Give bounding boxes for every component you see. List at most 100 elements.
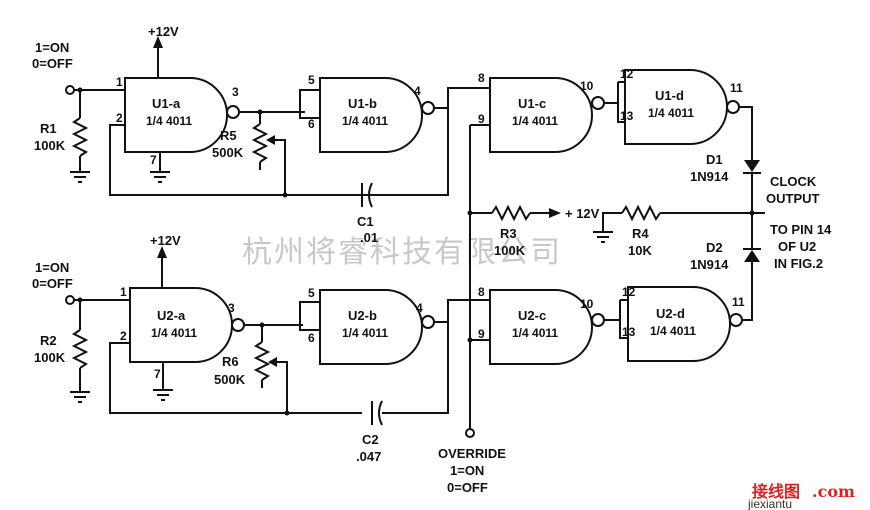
to-pin-label-1: TO PIN 14 bbox=[770, 222, 832, 237]
r6-potentiometer bbox=[253, 341, 271, 381]
u2a-pin-in2: 2 bbox=[120, 329, 127, 343]
r6-value: 500K bbox=[214, 372, 246, 387]
site-logo-dot: .com bbox=[812, 482, 855, 501]
u1b-pin-in1: 5 bbox=[308, 73, 315, 87]
u1b-part: 1/4 4011 bbox=[342, 114, 388, 128]
r4-resistor bbox=[621, 204, 661, 222]
r2-name: R2 bbox=[40, 333, 57, 348]
u2c-pin-in2: 9 bbox=[478, 327, 485, 341]
to-pin-label-2: OF U2 bbox=[778, 239, 816, 254]
u1d-part: 1/4 4011 bbox=[648, 106, 694, 120]
u1d-pin-in1: 12 bbox=[620, 67, 634, 81]
u1d-pin-out: 11 bbox=[730, 81, 743, 95]
r5-value: 500K bbox=[212, 145, 244, 160]
r3-supply-label: + 12V bbox=[565, 206, 600, 221]
c1-capacitor bbox=[368, 182, 373, 208]
u1c-pin-in2: 9 bbox=[478, 112, 485, 126]
u2d-pin-out: 11 bbox=[732, 295, 745, 309]
u2c-pin-out: 10 bbox=[580, 297, 594, 311]
r3-value: 100K bbox=[494, 243, 526, 258]
u1a-pin-in2: 2 bbox=[116, 111, 123, 125]
u1-on-label: 1=ON bbox=[35, 40, 69, 55]
u1a-pin-in1: 1 bbox=[116, 75, 123, 89]
u2-on-label: 1=ON bbox=[35, 260, 69, 275]
d2-value: 1N914 bbox=[690, 257, 729, 272]
u2c-name: U2-c bbox=[518, 308, 546, 323]
c2-value: .047 bbox=[356, 449, 381, 464]
r1-value: 100K bbox=[34, 138, 66, 153]
override-terminal[interactable] bbox=[465, 428, 475, 438]
c2-name: C2 bbox=[362, 432, 379, 447]
u1b-pin-in2: 6 bbox=[308, 117, 315, 131]
d1-name: D1 bbox=[706, 152, 723, 167]
u2b-pin-in1: 5 bbox=[308, 286, 315, 300]
u1-off-label: 0=OFF bbox=[32, 56, 73, 71]
u1c-name: U1-c bbox=[518, 96, 546, 111]
r6-wiper-arrow-icon bbox=[268, 357, 277, 367]
gate-u1a bbox=[124, 77, 228, 153]
u1-input-terminal[interactable] bbox=[65, 85, 75, 95]
watermark-text: 杭州将睿科技有限公司 bbox=[242, 235, 562, 270]
r5-wiper-arrow-icon bbox=[266, 135, 275, 145]
override-title: OVERRIDE bbox=[438, 446, 506, 461]
gate-u2d bbox=[627, 286, 731, 362]
u2d-name: U2-d bbox=[656, 306, 685, 321]
labels: +12V +12V + 12V 1=ON 0=OFF 1=ON 0=OFF R1… bbox=[32, 24, 855, 510]
gate-u2c bbox=[489, 289, 593, 365]
c2-capacitor bbox=[378, 400, 383, 426]
u2a-pin-in1: 1 bbox=[120, 285, 127, 299]
gate-u2a bbox=[129, 287, 233, 363]
r6-name: R6 bbox=[222, 354, 239, 369]
r4-value: 10K bbox=[628, 243, 652, 258]
u2a-pin-gnd: 7 bbox=[154, 367, 161, 381]
r2-resistor bbox=[71, 329, 89, 369]
u2b-pin-in2: 6 bbox=[308, 331, 315, 345]
site-logo-en: jiexiantu bbox=[747, 497, 792, 510]
clock-label-2: OUTPUT bbox=[766, 191, 820, 206]
middle-network bbox=[467, 125, 765, 428]
u1a-ground-icon bbox=[150, 171, 170, 183]
u2-supply-arrow-icon bbox=[157, 246, 167, 258]
u2c-part: 1/4 4011 bbox=[512, 326, 558, 340]
d1-value: 1N914 bbox=[690, 169, 729, 184]
r2-value: 100K bbox=[34, 350, 66, 365]
r4-name: R4 bbox=[632, 226, 649, 241]
u1b-name: U1-b bbox=[348, 96, 377, 111]
u1-supply-arrow-icon bbox=[153, 36, 163, 48]
u2-supply-label: +12V bbox=[150, 233, 181, 248]
u1a-name: U1-a bbox=[152, 96, 181, 111]
d2-name: D2 bbox=[706, 240, 723, 255]
r5-potentiometer bbox=[251, 123, 269, 163]
u2d-part: 1/4 4011 bbox=[650, 324, 696, 338]
r3-name: R3 bbox=[500, 226, 517, 241]
u2a-pin-out: 3 bbox=[228, 301, 235, 315]
u2a-name: U2-a bbox=[157, 308, 186, 323]
gate-u1b bbox=[319, 77, 423, 153]
u2a-part: 1/4 4011 bbox=[151, 326, 197, 340]
r3-resistor bbox=[491, 204, 531, 222]
r1-name: R1 bbox=[40, 121, 57, 136]
u1a-pin-out: 3 bbox=[232, 85, 239, 99]
u2-section bbox=[65, 213, 761, 438]
u1d-pin-in2: 13 bbox=[620, 109, 634, 123]
u2-off-label: 0=OFF bbox=[32, 276, 73, 291]
r4-ground-icon bbox=[593, 231, 613, 243]
gate-u2b bbox=[319, 289, 423, 365]
c1-value: .01 bbox=[360, 230, 378, 245]
d2-diode bbox=[744, 250, 760, 262]
c1-name: C1 bbox=[357, 214, 374, 229]
u1c-pin-in1: 8 bbox=[478, 71, 485, 85]
u1b-pin-out: 4 bbox=[414, 84, 421, 98]
r2-ground-icon bbox=[70, 391, 90, 403]
override-on: 1=ON bbox=[450, 463, 484, 478]
r5-name: R5 bbox=[220, 128, 237, 143]
u1a-part: 1/4 4011 bbox=[146, 114, 192, 128]
u1-supply-label: +12V bbox=[148, 24, 179, 39]
r1-ground-icon bbox=[70, 171, 90, 183]
u2a-ground-icon bbox=[153, 389, 173, 401]
u2-input-terminal[interactable] bbox=[65, 295, 75, 305]
u1d-name: U1-d bbox=[655, 88, 684, 103]
gate-u1c bbox=[489, 77, 593, 153]
override-off: 0=OFF bbox=[447, 480, 488, 495]
